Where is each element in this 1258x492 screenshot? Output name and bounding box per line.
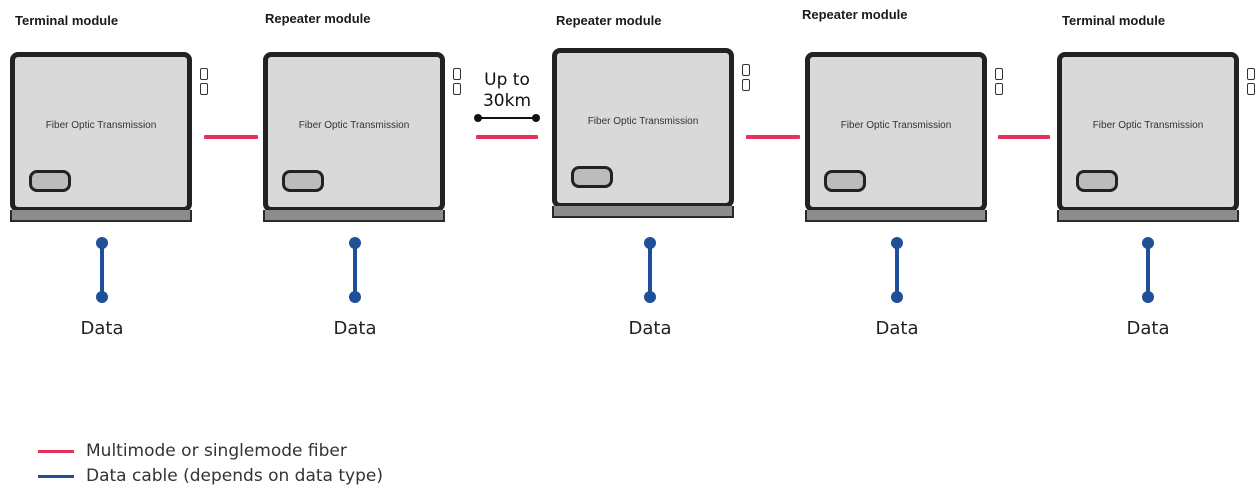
module-label: Fiber Optic Transmission	[45, 120, 157, 131]
data-label: Data	[80, 318, 124, 339]
terminal-module: Fiber Optic Transmission	[10, 52, 208, 224]
module-title: Terminal module	[15, 13, 119, 28]
module-base	[552, 206, 734, 218]
range-arrow	[474, 114, 540, 122]
data-cable	[347, 237, 363, 303]
data-label: Data	[333, 318, 377, 339]
module-slot	[824, 170, 866, 192]
data-cable	[889, 237, 905, 303]
module-title: Repeater module	[802, 7, 908, 22]
module-title: Terminal module	[1062, 13, 1166, 28]
data-label: Data	[628, 318, 672, 339]
module-title: Repeater module	[556, 13, 662, 28]
fiber-ports-icon	[995, 68, 1003, 98]
data-cable	[1140, 237, 1156, 303]
legend-swatch-data-cable	[38, 475, 74, 478]
legend-swatch-fiber	[38, 450, 74, 453]
module-slot	[1076, 170, 1118, 192]
data-cable	[94, 237, 110, 303]
data-cable	[642, 237, 658, 303]
repeater-module: Fiber Optic Transmission	[805, 52, 1003, 224]
range-label-line2: 30km	[482, 91, 532, 111]
fiber-link	[746, 135, 800, 139]
fiber-ports-icon	[453, 68, 461, 98]
range-label: Up to 30km	[470, 70, 544, 112]
module-label: Fiber Optic Transmission	[587, 116, 699, 127]
module-title: Repeater module	[265, 11, 371, 26]
module-slot	[571, 166, 613, 188]
fiber-ports-icon	[200, 68, 208, 98]
module-base	[1057, 210, 1239, 222]
data-label: Data	[1126, 318, 1170, 339]
module-label: Fiber Optic Transmission	[840, 120, 952, 131]
module-base	[805, 210, 987, 222]
module-label: Fiber Optic Transmission	[298, 120, 410, 131]
terminal-module: Fiber Optic Transmission	[1057, 52, 1255, 224]
range-label-line1: Up to	[484, 70, 530, 90]
fiber-ports-icon	[1247, 68, 1255, 98]
fiber-link	[998, 135, 1050, 139]
legend-label: Multimode or singlemode fiber	[86, 441, 347, 461]
fiber-ports-icon	[742, 64, 750, 94]
legend-label: Data cable (depends on data type)	[86, 466, 383, 486]
repeater-module: Fiber Optic Transmission	[552, 48, 750, 220]
module-slot	[29, 170, 71, 192]
module-slot	[282, 170, 324, 192]
repeater-module: Fiber Optic Transmission	[263, 52, 461, 224]
fiber-link	[204, 135, 258, 139]
module-label: Fiber Optic Transmission	[1092, 120, 1204, 131]
fiber-link	[476, 135, 538, 139]
module-housing	[552, 48, 734, 208]
data-label: Data	[875, 318, 919, 339]
module-base	[263, 210, 445, 222]
module-base	[10, 210, 192, 222]
